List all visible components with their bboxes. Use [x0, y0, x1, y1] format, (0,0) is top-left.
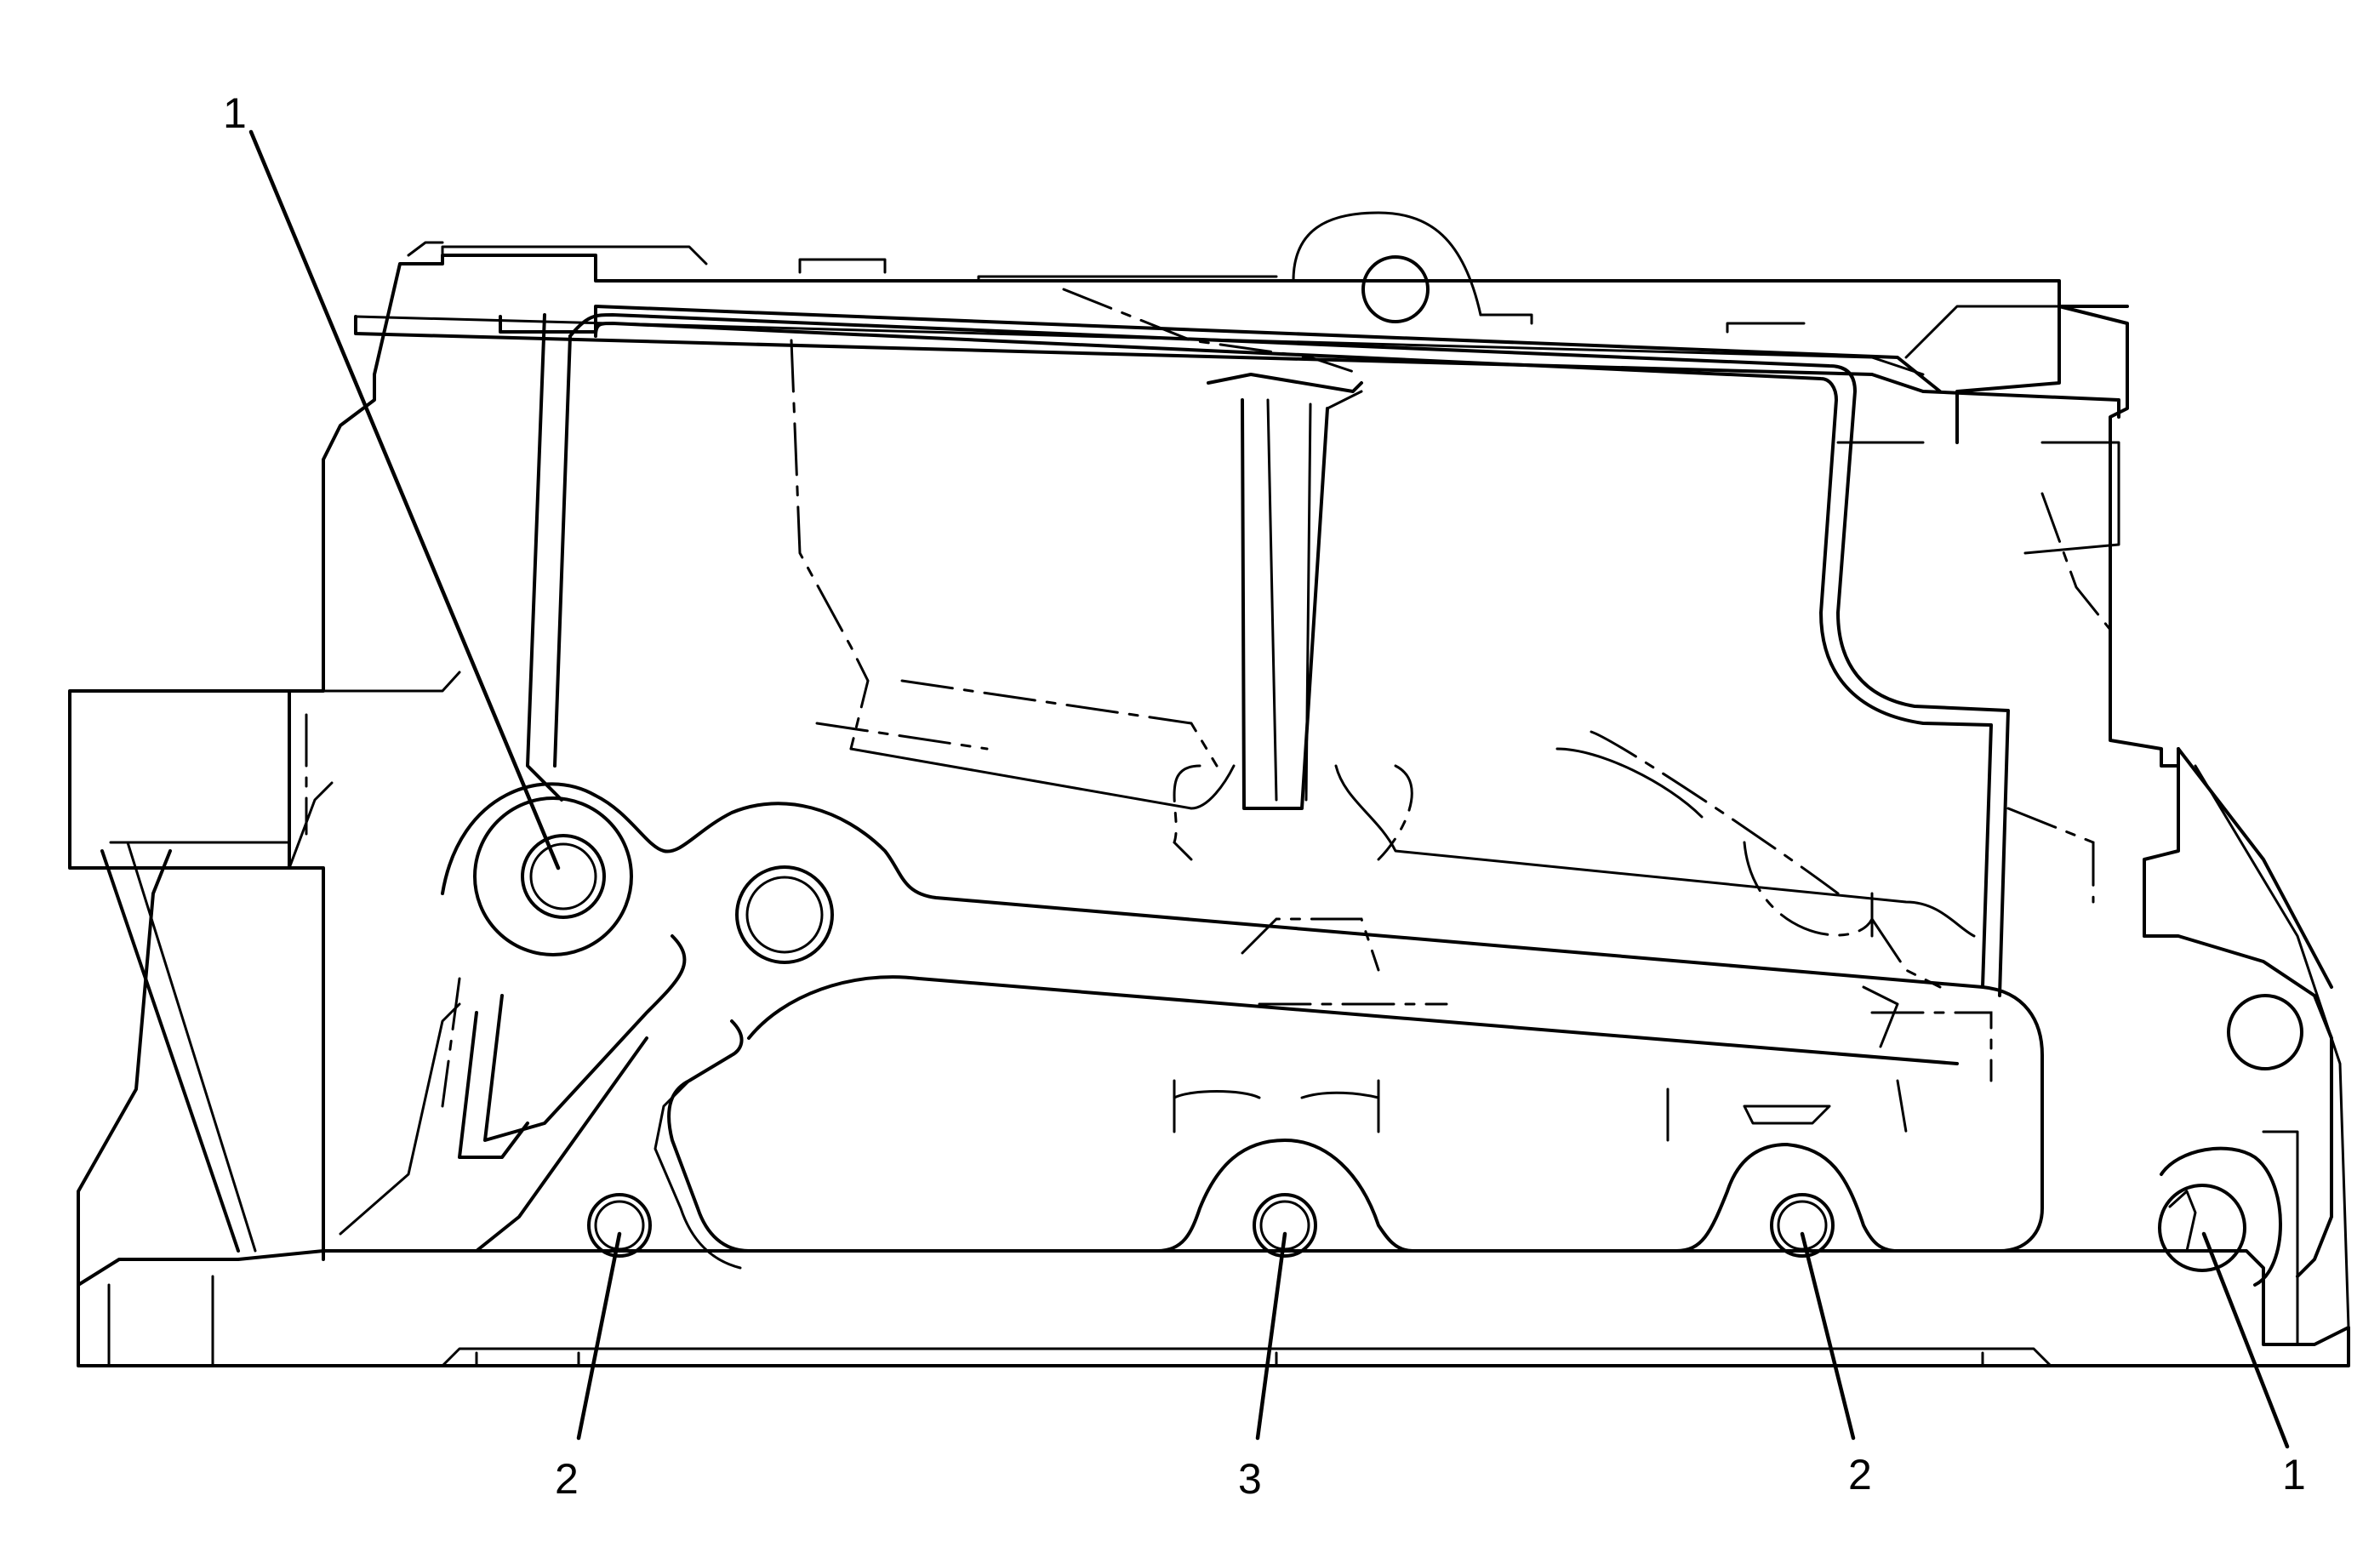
leader-line-bottom-left [576, 1231, 622, 1441]
housing-outline [68, 211, 2350, 1367]
top-rail [354, 305, 2120, 997]
leader-lines [248, 129, 2290, 1449]
leader-line-top-left [248, 129, 561, 870]
leader-line-bottom-right [2201, 1231, 2290, 1449]
callout-label: 1 [223, 89, 247, 137]
bolt-hole-lower-left [587, 1193, 652, 1258]
bolt-hole-upper-left [521, 834, 606, 919]
bolt-hole-lower-right-center [1770, 1193, 1835, 1258]
internal-features [305, 288, 2112, 1142]
leader-line-bottom-right-center [1800, 1231, 1856, 1441]
callouts: 1 2 3 2 1 [223, 89, 2306, 1503]
callout-label: 2 [1848, 1451, 1872, 1498]
gasket-bead [322, 782, 2044, 1270]
bolt-holes [473, 796, 2282, 1287]
bolt-hole-upper-center [735, 865, 834, 964]
callout-label: 1 [2282, 1451, 2306, 1498]
leader-line-bottom-center [1255, 1231, 1287, 1441]
bolt-hole-lower-right [2158, 1184, 2246, 1272]
callout-label: 3 [1238, 1455, 1262, 1503]
bolt-hole-lower-center [1253, 1193, 1317, 1258]
callout-label: 2 [555, 1455, 579, 1503]
